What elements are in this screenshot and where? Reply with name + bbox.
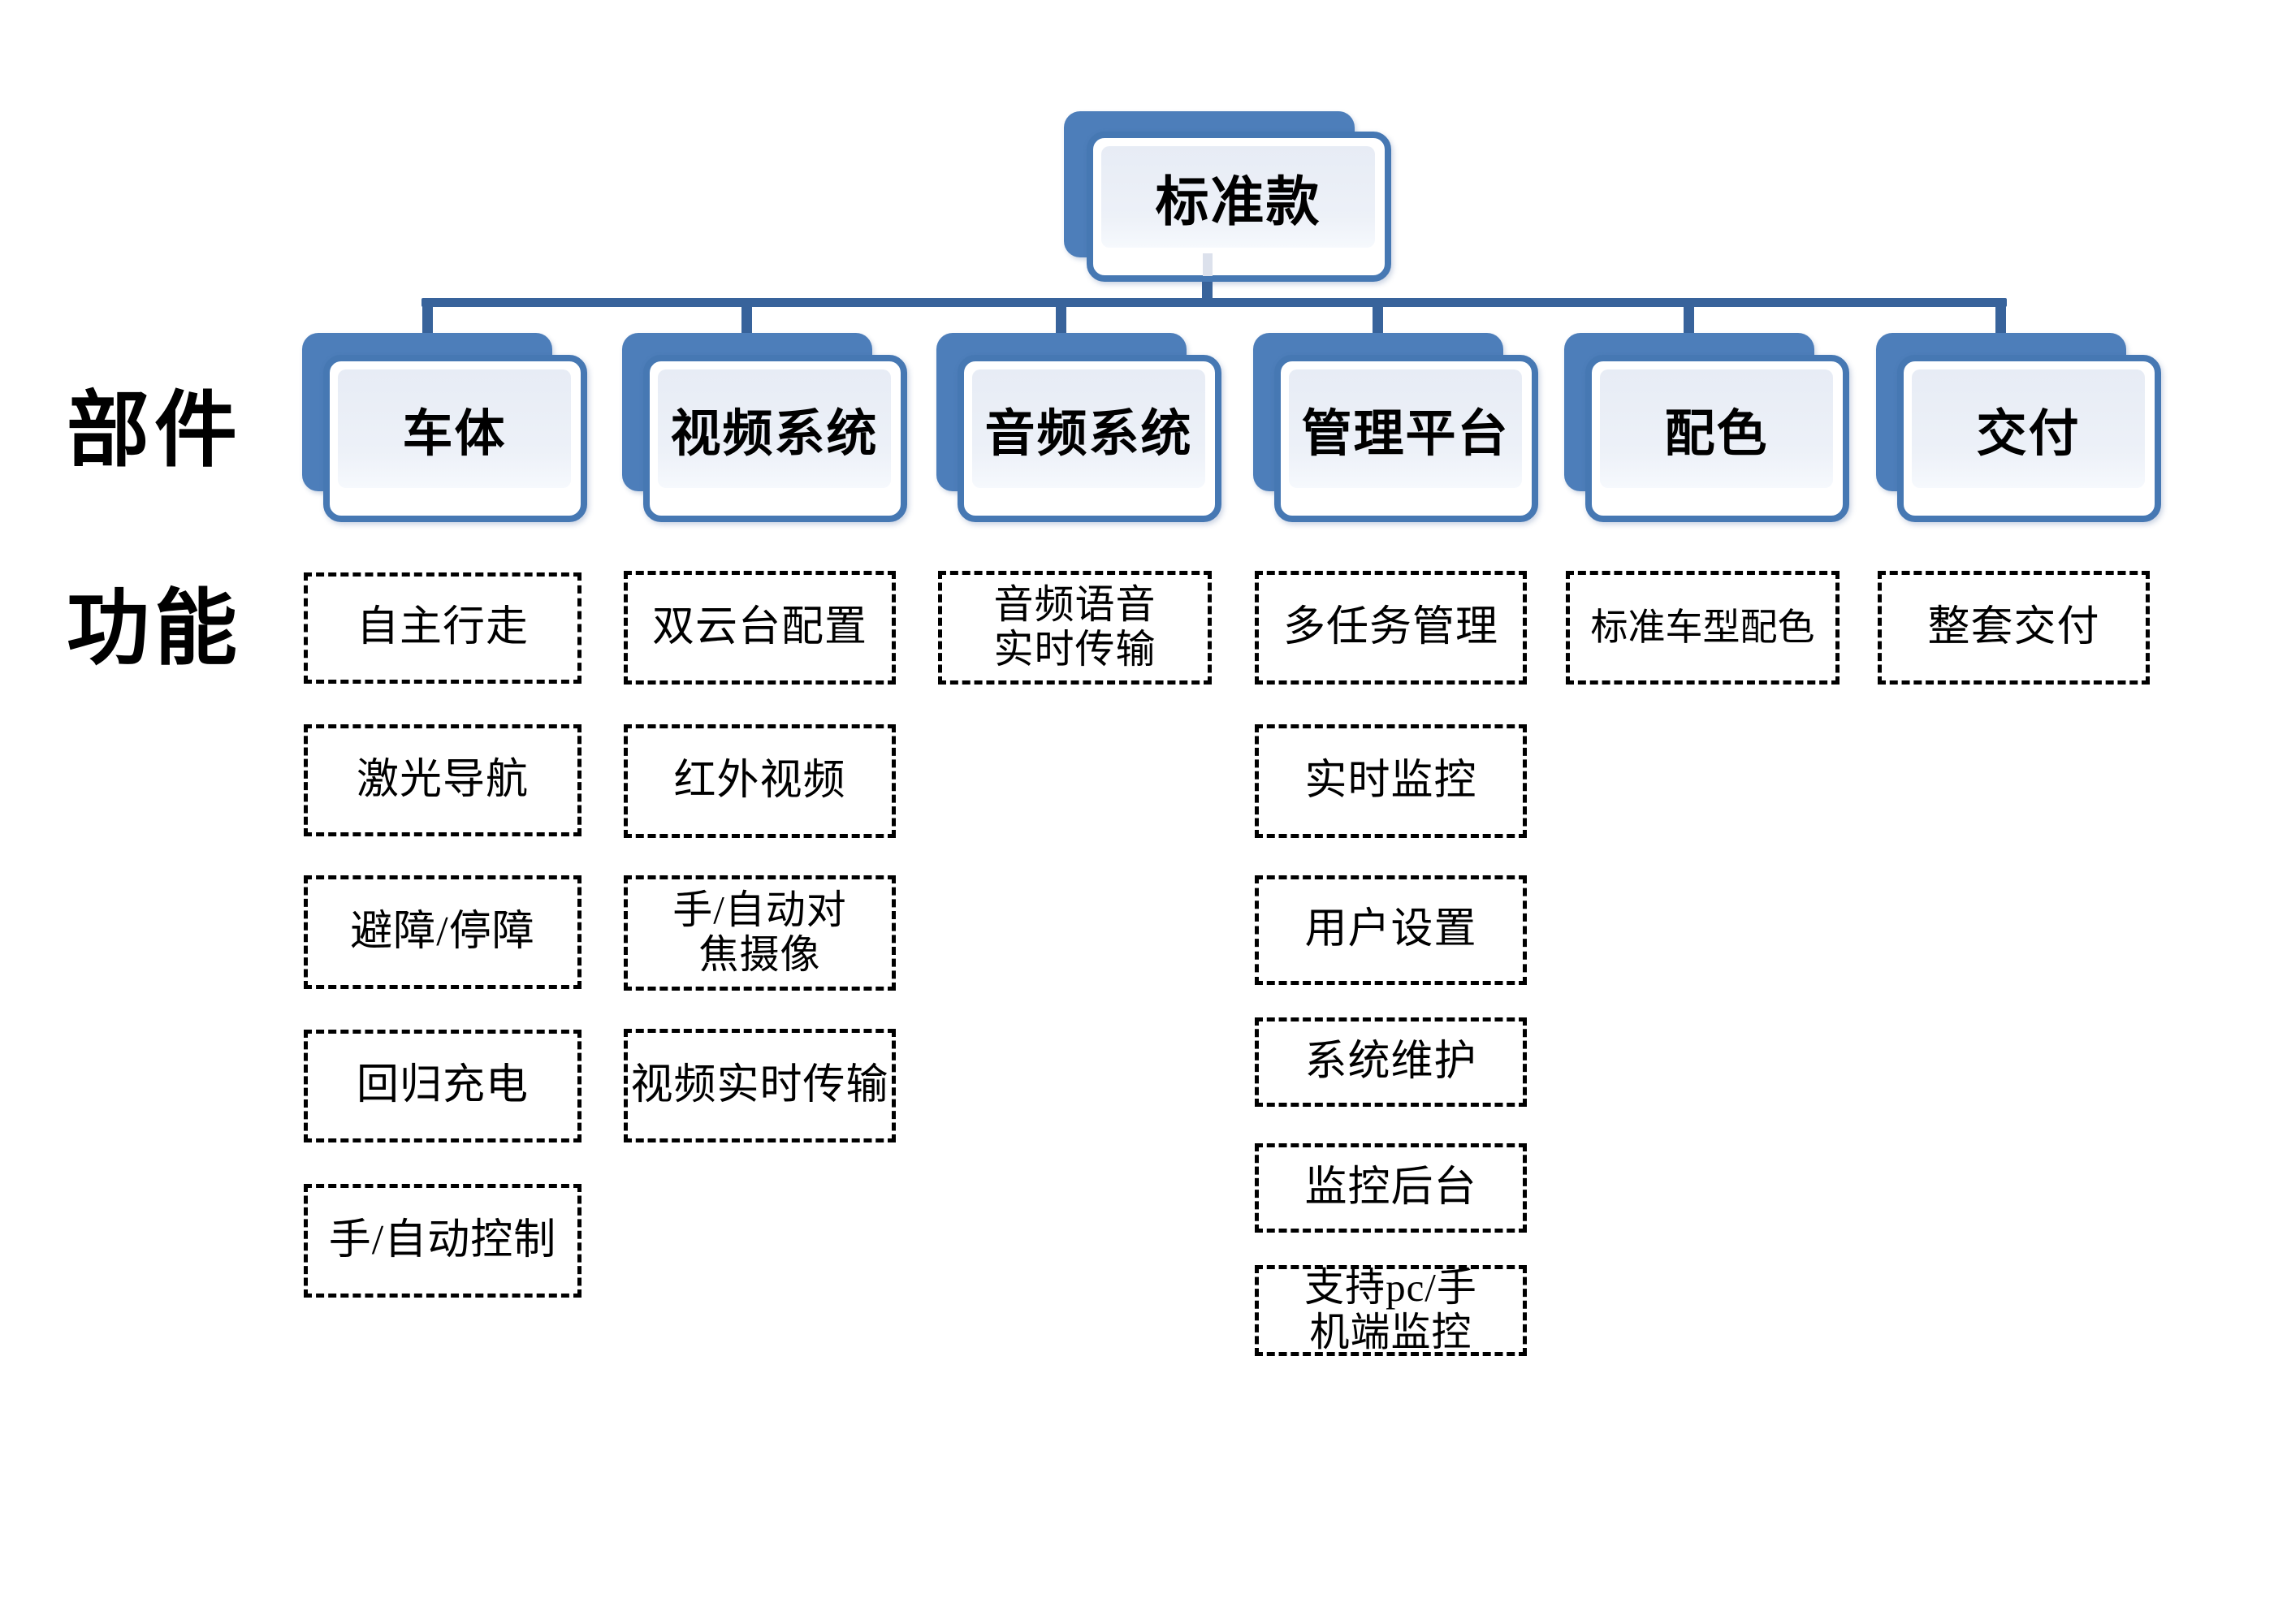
function-box: 音频语音 实时传输	[938, 571, 1212, 685]
category-card: 音频系统	[958, 355, 1221, 522]
function-box: 手/自动控制	[304, 1184, 581, 1298]
function-box: 实时监控	[1255, 724, 1527, 838]
category-card: 配色	[1585, 355, 1849, 522]
category-card: 视频系统	[643, 355, 907, 522]
function-box: 整套交付	[1878, 571, 2150, 685]
function-label: 红外视频	[673, 757, 846, 804]
function-box: 多任务管理	[1255, 571, 1527, 685]
node-root-panel: 标准款	[1101, 146, 1375, 248]
function-box: 系统维护	[1255, 1017, 1527, 1107]
node-root: 标准款	[1064, 111, 1397, 286]
category-panel: 管理平台	[1289, 369, 1522, 488]
connector-stub-platform	[1373, 304, 1383, 335]
function-box: 自主行走	[304, 572, 581, 684]
connector-stub-audio	[1056, 304, 1066, 335]
row-label-functions: 功能	[67, 584, 242, 676]
category-card: 车体	[323, 355, 587, 522]
category-panel: 配色	[1600, 369, 1833, 488]
function-label: 回归充电	[356, 1062, 529, 1109]
category-card: 管理平台	[1274, 355, 1538, 522]
node-category-video: 视频系统	[622, 333, 910, 528]
connector-root-stub	[1202, 276, 1213, 300]
function-label: 手/自动对 焦摄像	[672, 888, 847, 977]
function-box: 避障/停障	[304, 875, 581, 989]
node-category-delivery: 交付	[1876, 333, 2164, 528]
category-panel: 车体	[338, 369, 571, 488]
connector-horizontal-bar	[422, 298, 2007, 307]
node-category-platform: 管理平台	[1253, 333, 1541, 528]
function-label: 手/自动控制	[328, 1216, 557, 1263]
function-label: 双云台配置	[651, 603, 867, 650]
node-category-audio: 音频系统	[936, 333, 1225, 528]
node-root-connector-notch	[1203, 253, 1213, 276]
function-label: 避障/停障	[350, 908, 535, 955]
function-label: 音频语音 实时传输	[993, 582, 1156, 672]
function-box: 监控后台	[1255, 1143, 1527, 1233]
node-category-color: 配色	[1564, 333, 1852, 528]
category-label: 视频系统	[670, 407, 879, 462]
function-label: 视频实时传输	[630, 1061, 889, 1108]
row-label-components: 部件	[67, 386, 242, 477]
category-label: 配色	[1664, 407, 1769, 462]
function-box: 支持pc/手 机端监控	[1255, 1265, 1527, 1356]
function-label: 监控后台	[1304, 1164, 1477, 1211]
node-category-body: 车体	[302, 333, 590, 528]
category-label: 交付	[1976, 407, 2081, 462]
category-card: 交付	[1897, 355, 2161, 522]
function-label: 系统维护	[1304, 1038, 1477, 1085]
function-box: 手/自动对 焦摄像	[624, 875, 896, 991]
function-label: 激光导航	[356, 756, 529, 803]
function-box: 用户设置	[1255, 875, 1527, 985]
category-label: 管理平台	[1301, 407, 1510, 462]
function-label: 标准车型配色	[1590, 607, 1815, 649]
category-label: 车体	[402, 407, 507, 462]
function-box: 双云台配置	[624, 571, 896, 685]
category-label: 音频系统	[984, 407, 1193, 462]
function-label: 实时监控	[1304, 757, 1477, 804]
node-root-card: 标准款	[1087, 132, 1391, 282]
function-label: 自主行走	[356, 604, 529, 651]
function-label: 整套交付	[1927, 603, 2100, 650]
connector-stub-video	[741, 304, 752, 335]
function-box: 视频实时传输	[624, 1029, 896, 1142]
function-box: 标准车型配色	[1566, 571, 1840, 685]
function-box: 激光导航	[304, 724, 581, 836]
connector-stub-delivery	[1995, 304, 2006, 335]
function-box: 红外视频	[624, 724, 896, 838]
function-box: 回归充电	[304, 1030, 581, 1142]
category-panel: 音频系统	[972, 369, 1205, 488]
node-root-label: 标准款	[1155, 172, 1321, 232]
function-label: 支持pc/手 机端监控	[1304, 1265, 1477, 1354]
function-label: 用户设置	[1304, 906, 1477, 953]
category-panel: 视频系统	[658, 369, 891, 488]
category-panel: 交付	[1912, 369, 2145, 488]
connector-stub-color	[1684, 304, 1694, 335]
connector-stub-body	[422, 304, 433, 335]
function-label: 多任务管理	[1282, 603, 1498, 650]
